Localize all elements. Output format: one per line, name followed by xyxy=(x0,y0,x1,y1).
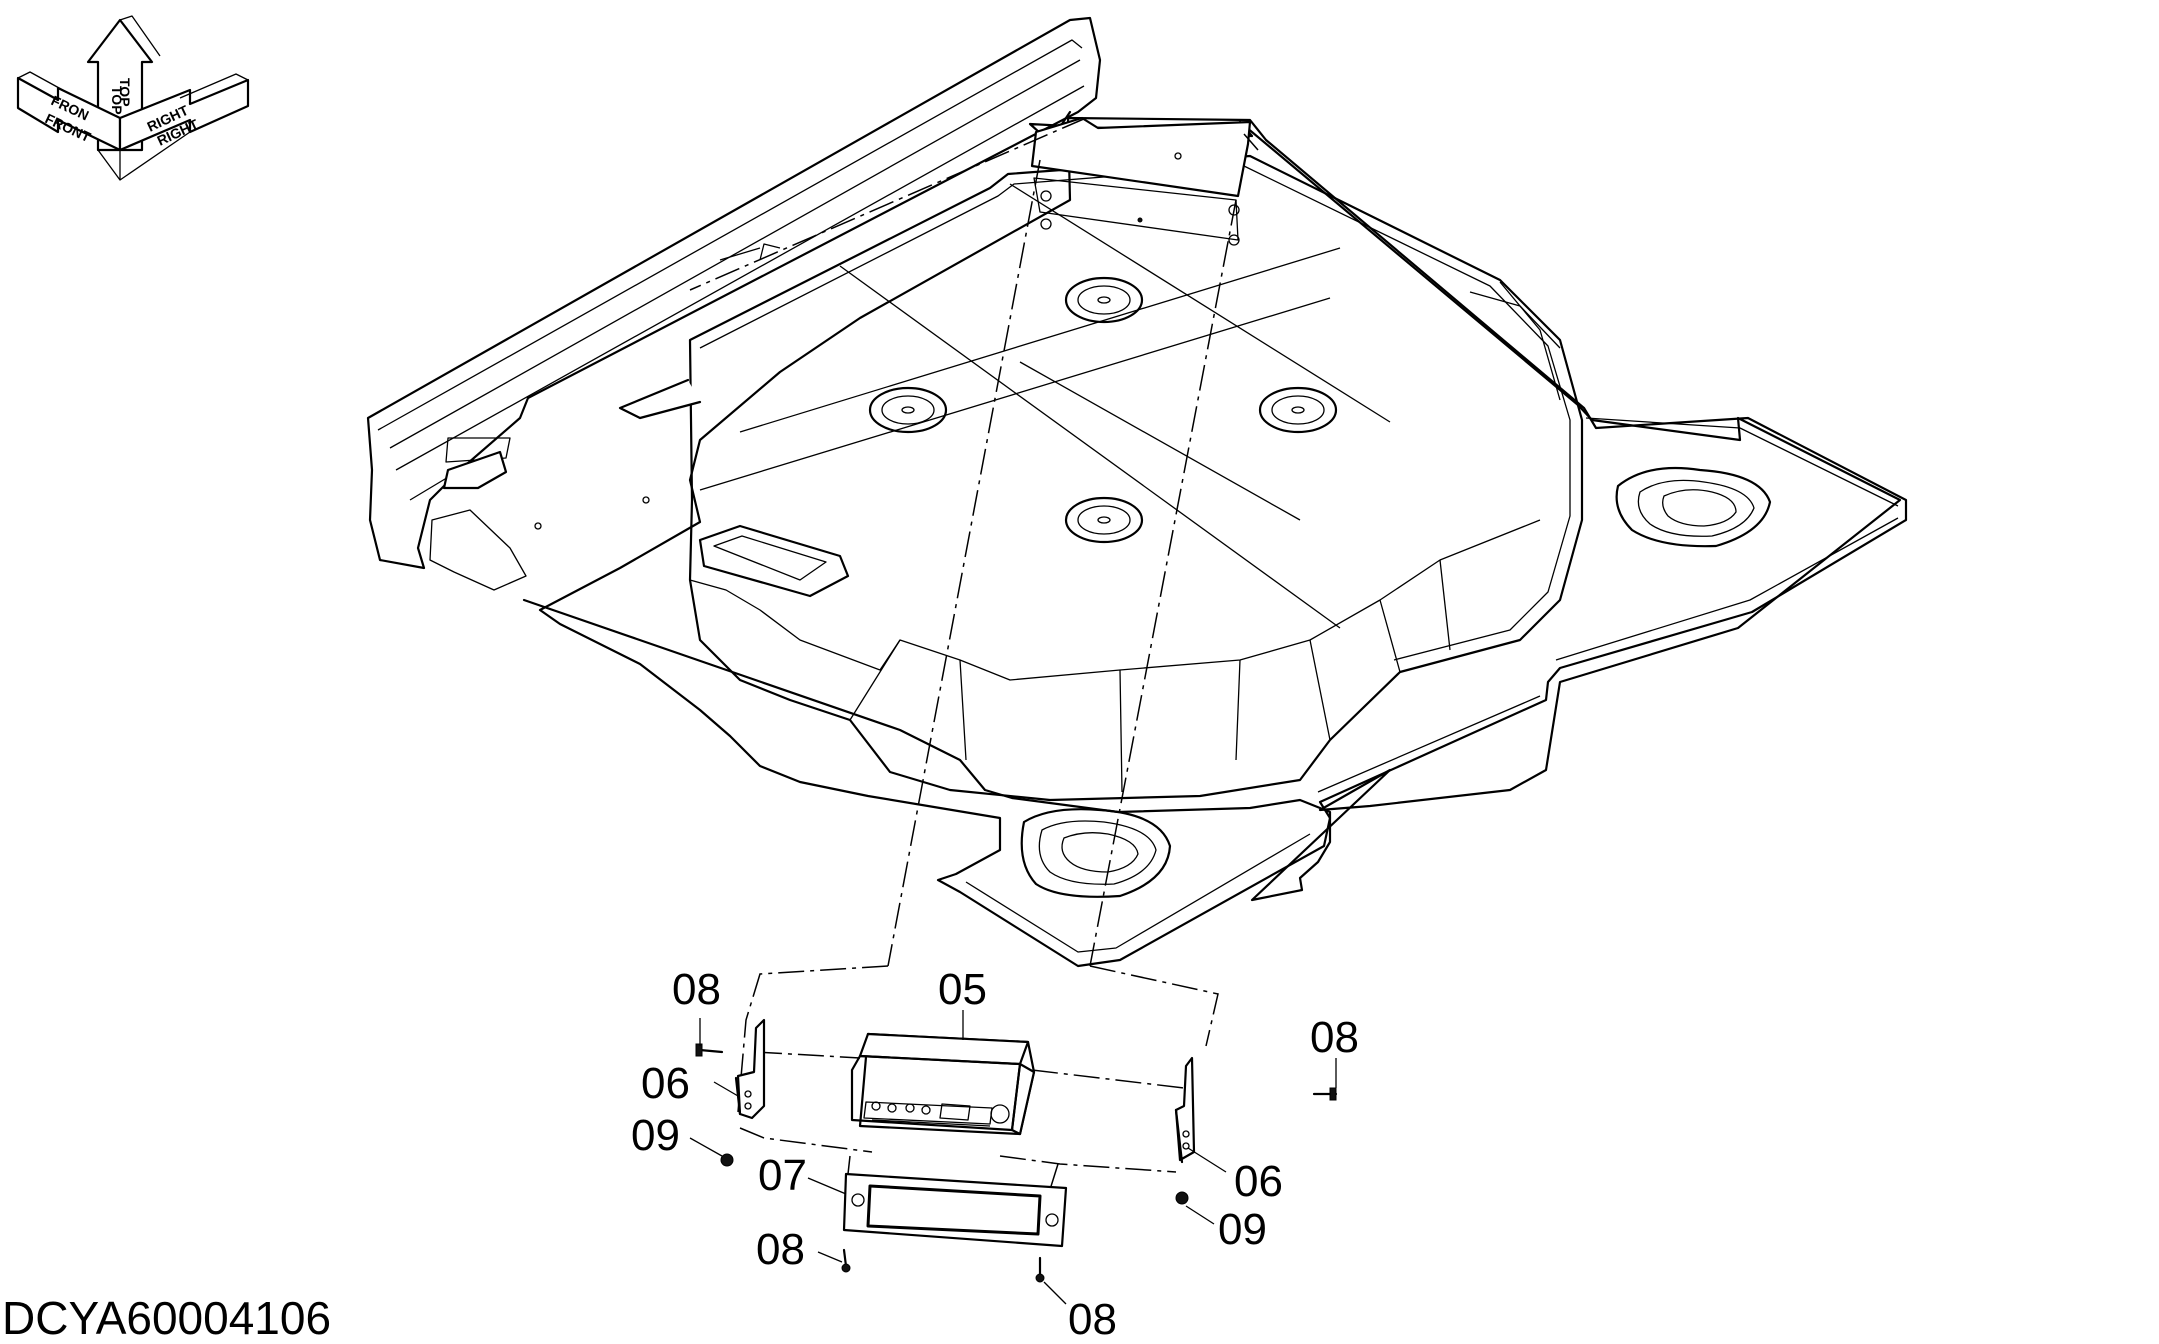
screw-icon xyxy=(1035,1256,1045,1283)
ceiling-vent-icon xyxy=(868,386,948,434)
projection-lines xyxy=(689,117,1259,1197)
speaker-opening-icon xyxy=(1615,466,1772,548)
face-plate xyxy=(842,1172,1068,1248)
callout-06-left: 06 xyxy=(641,1059,690,1108)
headliner-panel xyxy=(366,16,1908,968)
ceiling-vent-icon xyxy=(1064,276,1144,324)
screw-icon xyxy=(1312,1087,1338,1101)
orientation-top-small-label: TOP xyxy=(109,86,125,115)
orientation-marker-icon: TOP FRON FRONT RIGHT RIGHT TOP xyxy=(16,15,250,181)
ceiling-vent-icon xyxy=(1258,386,1338,434)
nut-icon xyxy=(720,1153,734,1167)
document-id: DCYA60004106 xyxy=(2,1292,331,1344)
callout-08-bottom-left: 08 xyxy=(756,1225,805,1274)
callout-08-top-left: 08 xyxy=(672,965,721,1014)
left-bracket xyxy=(734,1018,766,1120)
callout-05: 05 xyxy=(938,965,987,1014)
screw-icon xyxy=(841,1248,851,1273)
radio-unit xyxy=(850,1032,1036,1136)
callout-09-left: 09 xyxy=(631,1111,680,1160)
nut-icon xyxy=(1175,1191,1189,1205)
orientation-top-label: TOP xyxy=(117,78,133,107)
speaker-opening-icon xyxy=(1020,808,1172,898)
callout-07: 07 xyxy=(758,1151,807,1200)
leader-lines xyxy=(689,1010,1337,1305)
callout-08-bottom-right: 08 xyxy=(1068,1295,1117,1344)
right-bracket xyxy=(1174,1056,1196,1164)
callout-08-right: 08 xyxy=(1310,1013,1359,1062)
screw-icon xyxy=(695,1043,724,1057)
callout-09-right: 09 xyxy=(1218,1205,1267,1254)
callout-06-right: 06 xyxy=(1234,1157,1283,1206)
ceiling-vent-icon xyxy=(1064,496,1144,544)
